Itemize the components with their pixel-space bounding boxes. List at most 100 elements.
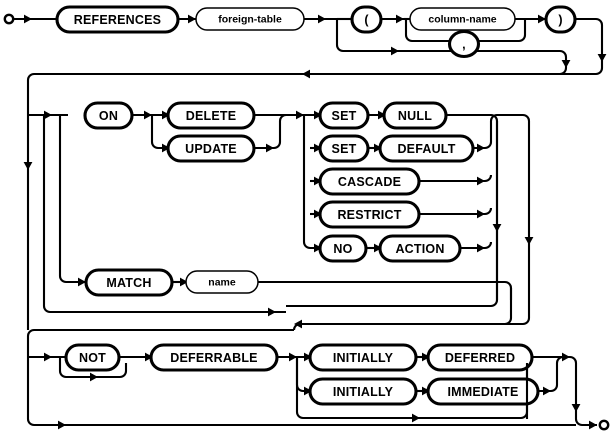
arrow-cascade-out [477, 176, 485, 186]
arrow-to-delete [162, 110, 170, 120]
label-cascade: CASCADE [338, 175, 401, 189]
arrow-to-deferrable [145, 352, 153, 362]
arrow-to-set-null [314, 110, 322, 120]
rail-bypass-actions [42, 115, 286, 314]
rail-action-fanout [302, 115, 322, 250]
rail-wrap-merge [559, 67, 568, 76]
arrow-after-foreign-table [318, 14, 326, 24]
rail-default-out [473, 121, 493, 150]
arrow-match-to-name [180, 277, 188, 287]
label-set-1: SET [332, 109, 357, 123]
label-references: REFERENCES [74, 13, 161, 27]
arrow-to-no [314, 243, 322, 253]
label-restrict: RESTRICT [337, 208, 401, 222]
label-delete: DELETE [186, 109, 237, 123]
label-initially-1: INITIALLY [333, 351, 394, 365]
rail-split-to-match [58, 115, 86, 284]
arrow-set-to-null [378, 110, 386, 120]
row-actions-group: ON DELETE UPDATE SET NULL [23, 101, 534, 331]
arrow-no-to-action [374, 243, 382, 253]
rail-wrap-row1-to-row2 [26, 67, 604, 115]
arrow-start [24, 14, 32, 24]
label-comma: , [462, 38, 466, 52]
arrow-to-foreign-table [188, 14, 196, 24]
node-comma[interactable] [447, 29, 481, 59]
rail-null-out [446, 113, 499, 300]
arrow-skip-column-list [391, 46, 399, 56]
arrow-to-deferred [422, 352, 430, 362]
arrow-merge-down-1 [492, 224, 502, 232]
rail-final-to-end [574, 418, 597, 427]
rail-section2-top-join [489, 113, 531, 122]
arrow-to-initially-2 [304, 386, 312, 396]
arrow-final-right [58, 420, 66, 430]
arrow-wrap-left-1 [302, 69, 310, 79]
rail-rparen-to-wrap [575, 17, 604, 68]
rail-section2-out [301, 121, 531, 326]
rail-cascade-out [419, 174, 493, 183]
label-on: ON [99, 109, 118, 123]
rail-to-update [150, 115, 170, 150]
label-default: DEFAULT [397, 142, 455, 156]
end-circle [598, 419, 610, 431]
arrow-to-set-default [314, 143, 322, 153]
arrow-immediate-out [543, 386, 551, 396]
arrow-to-match [78, 277, 86, 287]
arrow-skip-not [90, 372, 98, 382]
rail-restrict-out [419, 207, 493, 216]
label-name: name [208, 277, 236, 289]
label-null: NULL [398, 109, 432, 123]
label-immediate: IMMEDIATE [447, 385, 518, 399]
arrow-action-fan-1 [296, 110, 304, 120]
arrow-update-out [266, 143, 274, 153]
arrow-row3-entry [44, 352, 52, 362]
arrow-default-out [477, 143, 485, 153]
arrow-deferrable-out [289, 352, 297, 362]
rail-bypass-initially [295, 357, 420, 420]
rail-final-line [26, 357, 576, 427]
label-right-paren: ) [558, 13, 562, 27]
label-deferred: DEFERRED [445, 351, 515, 365]
arrow-restrict-out [477, 209, 485, 219]
rail-end-down [569, 355, 578, 419]
label-set-2: SET [332, 142, 357, 156]
label-left-paren: ( [364, 13, 369, 27]
rail-immediate-out [538, 355, 564, 393]
arrow-action-out [477, 243, 485, 253]
arrow-left-col-down [23, 162, 33, 170]
rail-match-out [258, 280, 513, 300]
label-update: UPDATE [185, 142, 237, 156]
label-initially-2: INITIALLY [333, 385, 394, 399]
rail-loop-left [404, 19, 452, 43]
arrow-deferred-out [562, 352, 570, 362]
row-deferrable-group: NOT DEFERRABLE INITIALLY DEFERRED INITIA… [26, 343, 610, 431]
arrow-wrap-down-2 [561, 60, 571, 68]
rail-actions-back-to-row [286, 299, 499, 308]
arrow-to-rparen [538, 14, 546, 24]
rail-action-out [460, 241, 493, 250]
arrow-after-on [144, 110, 152, 120]
arrow-to-cascade [314, 176, 322, 186]
rail-update-out [254, 113, 287, 150]
label-action: ACTION [395, 242, 444, 256]
row-references-group: REFERENCES foreign-table ( column-name [3, 5, 607, 68]
label-deferrable: DEFERRABLE [170, 351, 257, 365]
rail-wrap-row2-to-row3 [26, 328, 294, 357]
arrow-to-immediate [422, 386, 430, 396]
arrow-to-update [162, 143, 170, 153]
arrow-end-down [571, 404, 581, 412]
arrow-bypass-actions [268, 307, 276, 317]
arrow-final-end [589, 420, 597, 430]
label-match: MATCH [106, 276, 151, 290]
arrow-to-initially-1 [304, 352, 312, 362]
arrow-row2-entry [44, 110, 52, 120]
label-column-name: column-name [428, 14, 496, 26]
rail-loop-right [477, 19, 527, 43]
arrow-wrap-left-2 [294, 319, 302, 329]
label-not: NOT [79, 351, 106, 365]
arrow-set-to-default [374, 143, 382, 153]
label-no: NO [333, 242, 352, 256]
start-circle [3, 13, 15, 25]
arrow-bypass-initially [412, 413, 420, 423]
